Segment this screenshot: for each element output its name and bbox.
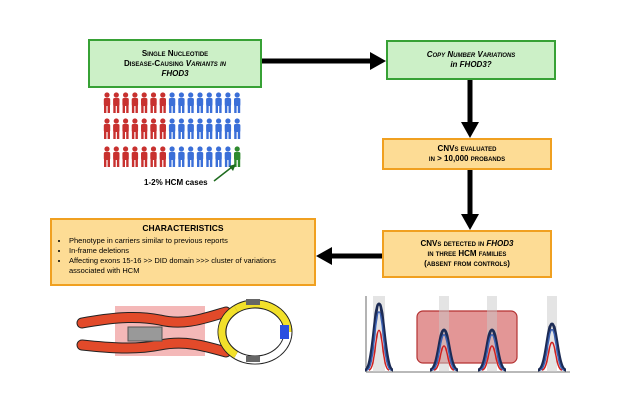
cnvq-line1: Copy Number Variations <box>426 50 516 59</box>
cnvd-line1a: CNVs detected in <box>420 239 487 248</box>
cnvd-gene: FHOD3 <box>486 239 514 248</box>
cnv-question-box: Copy Number Variations in FHOD3? <box>386 40 556 80</box>
cnv-coverage-plots <box>363 296 570 373</box>
coverage-peak <box>429 328 459 372</box>
person-icon <box>178 92 185 113</box>
person-icon <box>131 146 139 167</box>
coverage-peak <box>541 341 563 371</box>
flow-arrow-down-1 <box>461 80 479 138</box>
characteristics-title: CHARACTERISTICS <box>142 223 224 233</box>
person-icon <box>178 146 185 167</box>
person-icon <box>187 92 194 113</box>
person-icon <box>187 118 194 139</box>
characteristics-list: Phenotype in carriers similar to previou… <box>58 236 308 276</box>
coverage-peak <box>363 302 395 372</box>
person-icon <box>131 92 139 113</box>
coverage-peak <box>433 345 455 371</box>
person-icon <box>159 92 166 113</box>
person-icon <box>141 118 148 139</box>
person-icon <box>196 146 204 167</box>
protein-structure-illustration <box>76 299 293 365</box>
flow-arrow-left <box>316 247 382 265</box>
person-icon <box>224 146 232 167</box>
characteristic-item: Affecting exons 15-16 >> DID domain >>> … <box>69 256 308 276</box>
hcm-pointer-arrowhead <box>229 164 236 171</box>
snv-line2b: Variants in <box>185 58 227 68</box>
person-icon <box>141 146 148 167</box>
coverage-peak <box>537 322 567 372</box>
flow-arrow-down-2 <box>461 170 479 230</box>
cnvd-line3: (absent from controls) <box>424 259 510 268</box>
coverage-peak <box>481 345 503 371</box>
coverage-peak <box>479 334 505 371</box>
person-icon <box>187 146 194 167</box>
coverage-peak <box>431 334 457 371</box>
cnve-line2: in > 10,000 probands <box>428 154 506 163</box>
person-icon <box>122 118 129 139</box>
person-icon <box>224 92 232 113</box>
coverage-peak <box>477 328 507 372</box>
person-icon <box>168 118 176 139</box>
person-icon <box>168 146 176 167</box>
coverage-peak <box>368 329 390 371</box>
snv-gene: FHOD3 <box>161 68 189 78</box>
cnv-evaluated-box: CNVs evaluated in > 10,000 probands <box>382 138 552 170</box>
person-icon <box>122 146 129 167</box>
hcm-pointer-arrow <box>213 166 233 182</box>
flow-arrow-right <box>262 52 386 70</box>
characteristics-box: CHARACTERISTICS Phenotype in carriers si… <box>50 218 316 286</box>
person-icon <box>196 118 204 139</box>
person-icon <box>159 118 166 139</box>
cnvq-line2: in FHOD3? <box>450 60 492 69</box>
cnve-line1: CNVs evaluated <box>437 144 497 153</box>
coverage-peak <box>539 328 565 371</box>
person-icon <box>141 92 148 113</box>
characteristic-item: In-frame deletions <box>69 246 308 256</box>
characteristic-item: Phenotype in carriers similar to previou… <box>69 236 308 246</box>
population-icons <box>103 92 241 167</box>
person-icon <box>196 92 204 113</box>
person-icon <box>206 146 213 167</box>
person-icon <box>215 118 222 139</box>
person-icon <box>103 92 111 113</box>
person-icon <box>234 146 241 167</box>
hcm-cases-label: 1-2% HCM cases <box>144 178 208 187</box>
snv-line1: Single Nucleotide <box>141 48 209 58</box>
coverage-peak <box>366 311 392 371</box>
person-icon <box>168 92 176 113</box>
snv-box: Single Nucleotide Disease-Causing Varian… <box>88 39 262 88</box>
cnvd-line2: in three HCM families <box>427 249 507 258</box>
person-icon <box>234 92 241 113</box>
person-icon <box>206 92 213 113</box>
person-icon <box>103 146 111 167</box>
person-icon <box>224 118 232 139</box>
person-icon <box>103 118 111 139</box>
person-icon <box>150 92 157 113</box>
person-icon <box>113 92 120 113</box>
person-icon <box>159 146 166 167</box>
person-icon <box>113 118 120 139</box>
person-icon <box>150 118 157 139</box>
cnv-detected-box: CNVs detected in FHOD3 in three HCM fami… <box>382 230 552 278</box>
person-icon <box>113 146 120 167</box>
person-icon <box>215 92 222 113</box>
deletion-highlight <box>416 310 518 364</box>
person-icon <box>178 118 185 139</box>
person-icon <box>215 146 222 167</box>
person-icon <box>206 118 213 139</box>
person-icon <box>131 118 139 139</box>
person-icon <box>122 92 129 113</box>
person-icon <box>234 118 241 139</box>
snv-line2a: Disease-Causing <box>123 58 186 68</box>
person-icon <box>150 146 157 167</box>
